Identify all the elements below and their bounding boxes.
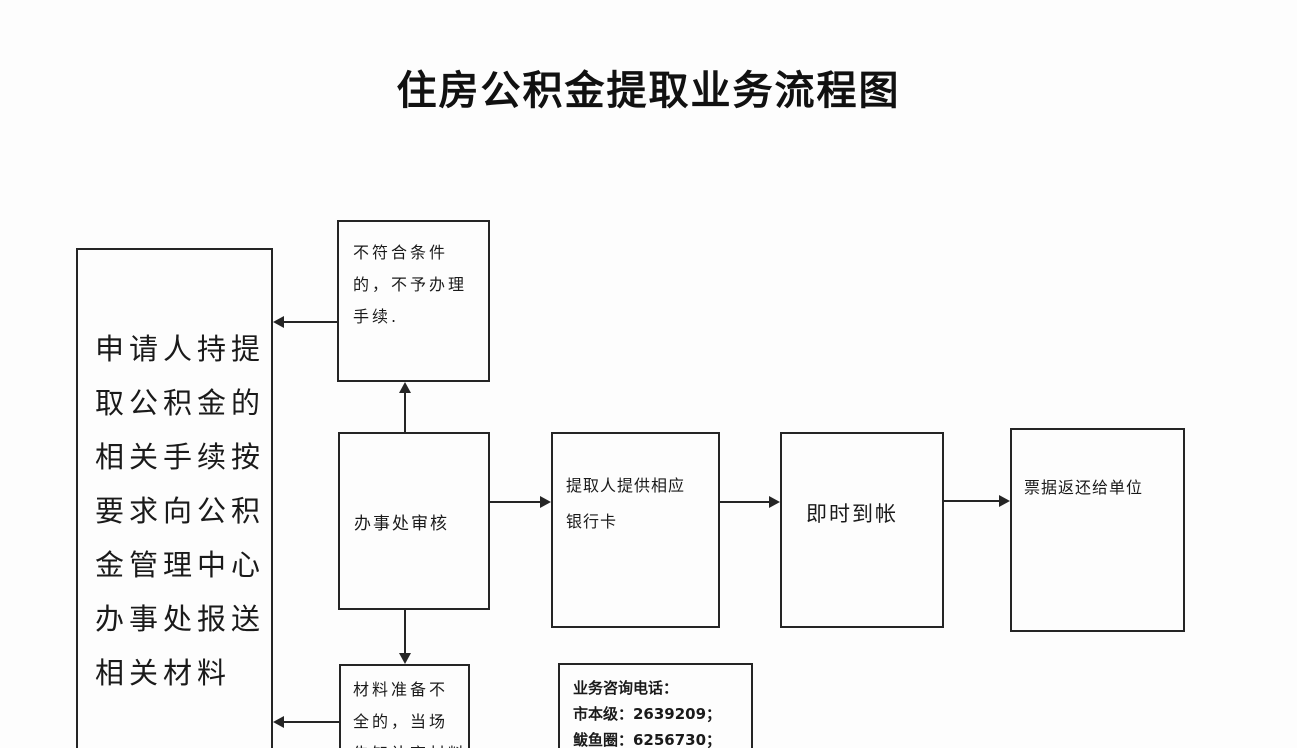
arrow-line <box>490 501 541 503</box>
hotline-box-line: 业务咨询电话： <box>573 679 679 697</box>
reject-box-line: 不符合条件 <box>353 243 449 262</box>
incomplete-materials-box-line: 材料准备不 <box>353 680 449 699</box>
applicant-box-line: 取公积金的 <box>95 386 266 420</box>
applicant-box-line: 金管理中心 <box>95 548 266 582</box>
arrowhead-down-icon <box>399 653 411 664</box>
reject-box-line: 手续. <box>353 307 400 326</box>
arrow-line <box>944 500 1000 502</box>
review-box-label: 办事处审核 <box>354 514 449 534</box>
review-box: 办事处审核 <box>338 432 490 610</box>
arrowhead-left-icon <box>273 316 284 328</box>
instant-arrival-box-label: 即时到帐 <box>806 502 898 526</box>
arrowhead-right-icon <box>769 496 780 508</box>
arrow-line <box>282 321 337 323</box>
receipt-return-box: 票据返还给单位 <box>1010 428 1185 632</box>
arrowhead-right-icon <box>540 496 551 508</box>
applicant-box-line: 相关手续按 <box>95 440 266 474</box>
arrow-line <box>404 610 406 654</box>
applicant-box-line: 相关材料 <box>95 656 232 690</box>
reject-box: 不符合条件 的，不予办理 手续. <box>337 220 490 382</box>
hotline-box: 业务咨询电话： 市本级：2639209； 鲅鱼圈：6256730； <box>558 663 753 748</box>
incomplete-materials-box-line: 全的，当场 <box>353 712 449 731</box>
receipt-return-box-label: 票据返还给单位 <box>1024 478 1144 497</box>
applicant-box-line: 办事处报送 <box>95 602 266 636</box>
instant-arrival-box: 即时到帐 <box>780 432 944 628</box>
applicant-box-line: 要求向公积 <box>95 494 266 528</box>
hotline-box-line: 鲅鱼圈：6256730； <box>573 731 722 748</box>
reject-box-line: 的，不予办理 <box>353 275 468 294</box>
hotline-box-line: 市本级：2639209； <box>573 705 722 723</box>
incomplete-materials-box: 材料准备不 全的，当场 告知补齐材料 <box>339 664 470 748</box>
incomplete-materials-box-line: 告知补齐材料 <box>353 738 468 748</box>
applicant-box: 申请人持提 取公积金的 相关手续按 要求向公积 金管理中心 办事处报送 相关材料 <box>76 248 273 748</box>
arrow-line <box>282 721 339 723</box>
arrowhead-up-icon <box>399 382 411 393</box>
arrowhead-right-icon <box>999 495 1010 507</box>
arrow-line <box>720 501 770 503</box>
applicant-box-line: 申请人持提 <box>95 332 266 366</box>
arrowhead-left-icon <box>273 716 284 728</box>
bankcard-box-line: 提取人提供相应 <box>566 476 686 495</box>
bankcard-box-line: 银行卡 <box>566 512 618 531</box>
arrow-line <box>404 392 406 432</box>
bankcard-box: 提取人提供相应 银行卡 <box>551 432 720 628</box>
page-title: 住房公积金提取业务流程图 <box>396 68 901 114</box>
